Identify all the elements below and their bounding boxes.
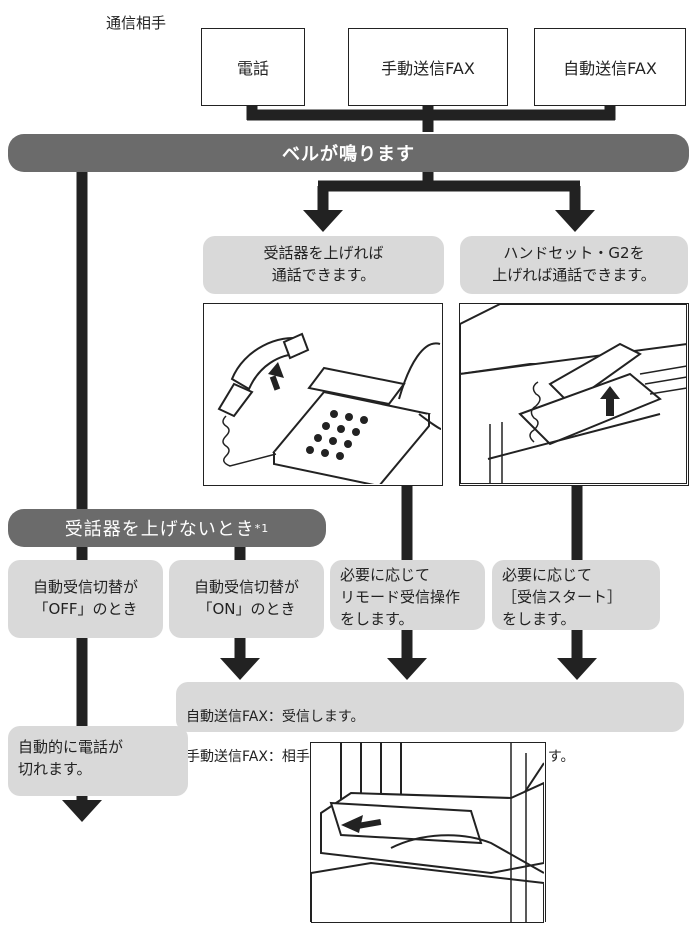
handset-icon <box>459 303 688 485</box>
receive-result-box: 自動送信FAX：受信します。 手動送信FAX：相手がスタートボタンを押せば、受信… <box>176 682 684 765</box>
arrow-pickup-phone <box>303 210 343 232</box>
partner-label: 通信相手 <box>106 14 167 32</box>
pickup-handset-box: ハンドセット・G2を 上げれば通話できます。 <box>460 236 688 294</box>
no-pickup-bar: 受話器を上げないとき*1 <box>8 509 326 547</box>
fax-output-icon <box>310 743 545 924</box>
telephone-icon <box>217 332 442 488</box>
auto-on-box: 自動受信切替が 「ON」のとき <box>169 560 324 638</box>
handset-illustration <box>459 303 689 486</box>
no-pickup-label: 受話器を上げないとき <box>64 519 255 540</box>
arrow-pickup-handset <box>555 210 595 232</box>
arrow-remote <box>387 658 427 680</box>
arrow-disconnect <box>62 800 102 822</box>
remote-operation-box: 必要に応じて リモード受信操作 をします。 <box>330 560 485 630</box>
arrow-start <box>557 658 597 680</box>
auto-off-box: 自動受信切替が 「OFF」のとき <box>8 560 163 638</box>
start-operation-box: 必要に応じて ［受信スタート］ をします。 <box>492 560 660 630</box>
no-pickup-footnote: *1 <box>254 521 270 535</box>
bell-ring-bar: ベルが鳴ります <box>8 134 689 172</box>
receive-result-auto: 自動送信FAX：受信します。 <box>186 709 365 725</box>
arrow-auto-on <box>220 658 260 680</box>
pickup-phone-box: 受話器を上げれば 通話できます。 <box>203 236 444 294</box>
telephone-illustration <box>203 303 443 488</box>
source-manual-fax: 手動送信FAX <box>348 28 508 106</box>
fax-output-illustration <box>310 742 546 924</box>
disconnect-box: 自動的に電話が 切れます。 <box>8 726 188 796</box>
source-auto-fax: 自動送信FAX <box>534 28 686 106</box>
source-phone: 電話 <box>201 28 305 106</box>
